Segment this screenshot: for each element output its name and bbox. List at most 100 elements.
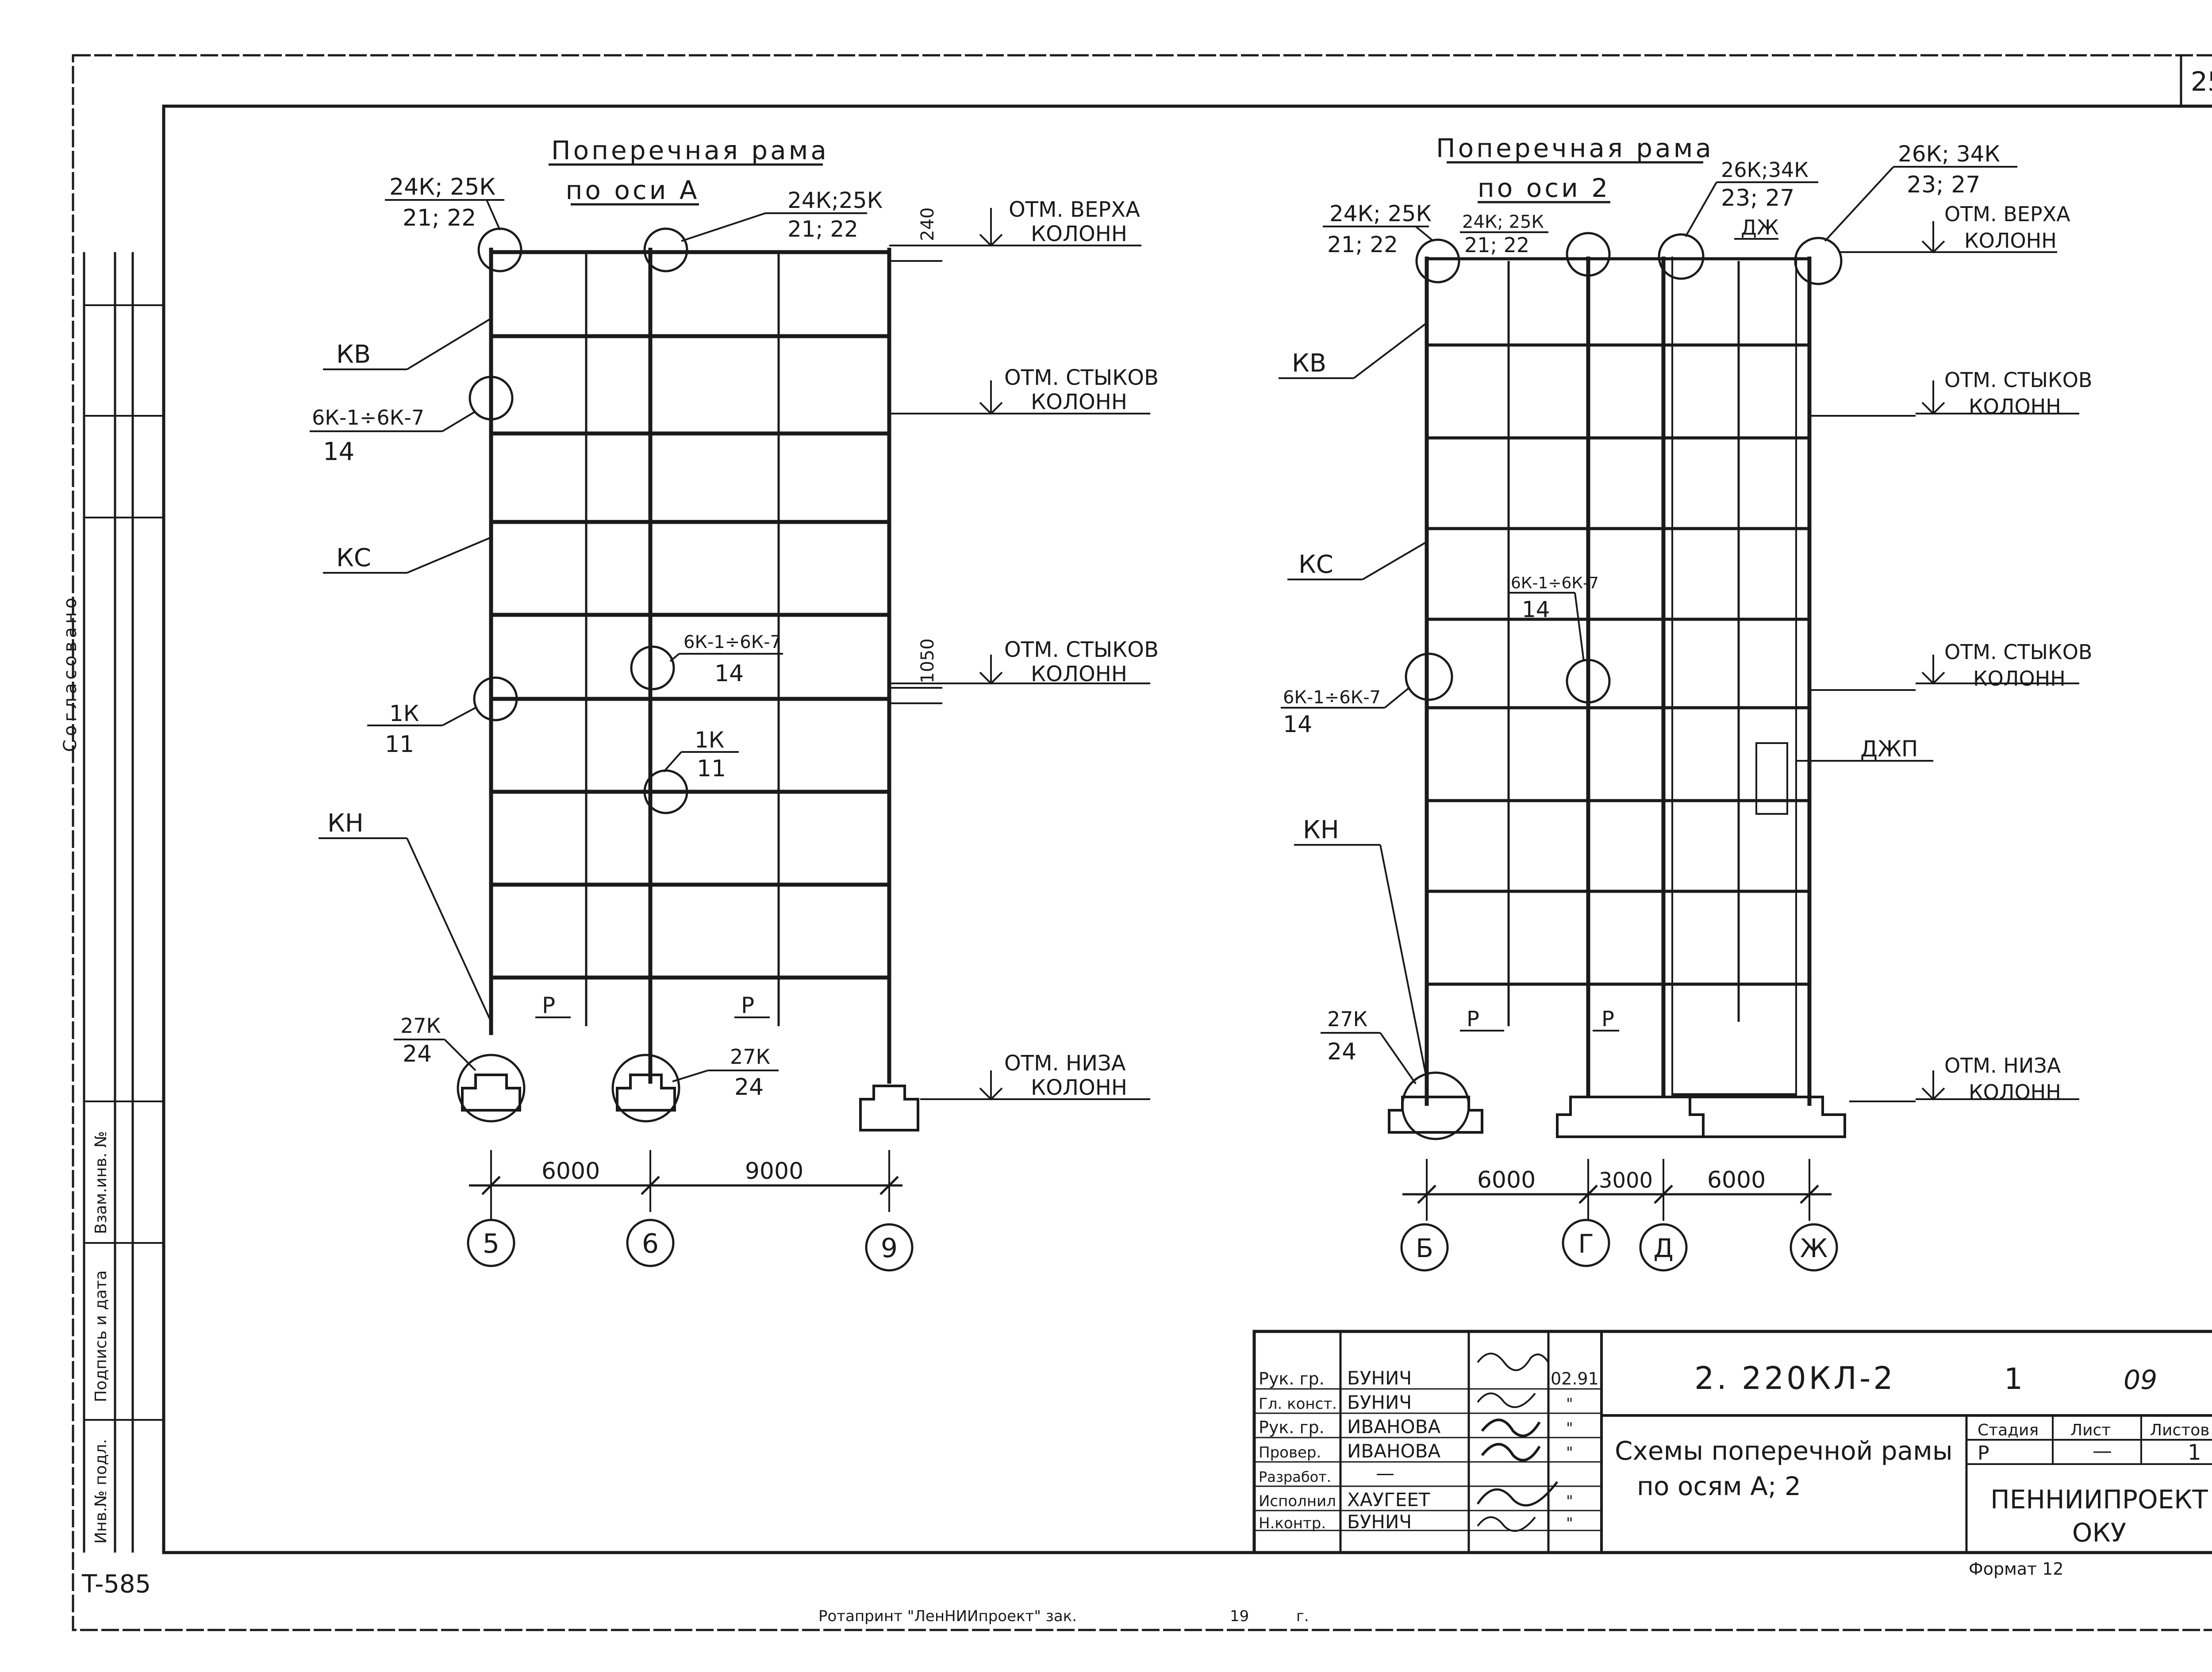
frame-a-dim-1050: 1050 — [918, 638, 938, 683]
frame-a-title-2: по оси А — [565, 175, 699, 205]
outer-border — [72, 54, 2212, 1631]
frame-2-level-joint-2: ОТМ. СТЫКОВ КОЛОНН — [1809, 640, 2092, 691]
tb-sheets-label: Листов — [2150, 1421, 2209, 1439]
format-label: Формат 12 — [1969, 1559, 2064, 1579]
left-margin-stamp: Согласовано Инв.№ подл. Подпись и дата В… — [60, 252, 164, 1553]
frame-a-label-p2: Р — [741, 993, 754, 1018]
tb-name-5: — — [1376, 1462, 1394, 1484]
frame-2-label-dzhp: ДЖП — [1860, 736, 1918, 762]
frame-2-label-p1: Р — [1467, 1007, 1479, 1032]
frame-a-callout-6k-mid-2: 14 — [714, 660, 744, 687]
frame-2-title-1: Поперечная рама — [1436, 133, 1714, 163]
frame-2-axis-zh — [1790, 1223, 1838, 1272]
frame-2-level-bottom: ОТМ. НИЗА КОЛОНН — [1849, 1054, 2079, 1104]
frame-2-callout-27k-1: 27К — [1327, 1007, 1367, 1031]
frame-a-axis-9 — [865, 1223, 914, 1272]
tb-date-4: " — [1566, 1444, 1573, 1461]
frame-2-callout-6k-left-2: 14 — [1283, 711, 1312, 738]
frame-a-callout-1k-left-2: 11 — [385, 731, 414, 758]
svg-text:КОЛОНН: КОЛОНН — [1031, 1075, 1127, 1100]
frame-2-callout-tr2-1: 26К; 34К — [1898, 141, 2000, 167]
page-number-box: 25 — [2180, 55, 2212, 106]
frame-2-axis-d — [1639, 1223, 1688, 1272]
frame-a-axis-5 — [467, 1219, 515, 1267]
tb-role-4: Провер. — [1259, 1444, 1321, 1461]
frame-a-dim-1: 6000 — [541, 1158, 600, 1185]
frame-a-callout-top-left-2: 21; 22 — [403, 205, 476, 231]
tb-date-6: " — [1566, 1492, 1573, 1510]
tb-sheet-title-2: по осям А; 2 — [1637, 1471, 1801, 1501]
tb-date-3: " — [1566, 1419, 1573, 1437]
svg-text:5: 5 — [483, 1228, 499, 1259]
tb-sheet-title-1: Схемы поперечной рамы — [1615, 1436, 1953, 1466]
svg-text:Б: Б — [1416, 1233, 1433, 1263]
frame-2-callout-tr1-2: 23; 27 — [1721, 185, 1794, 211]
tb-date-7: " — [1566, 1515, 1573, 1532]
tb-name-1: БУНИЧ — [1347, 1367, 1412, 1389]
svg-text:ОТМ. СТЫКОВ: ОТМ. СТЫКОВ — [1944, 368, 2092, 392]
frame-2-dim-1: 6000 — [1477, 1167, 1536, 1193]
frame-2-axis-g — [1562, 1219, 1610, 1267]
tb-role-6: Исполнил — [1259, 1492, 1336, 1510]
inner-frame — [162, 104, 2212, 1554]
frame-a-label-kc: КС — [336, 544, 371, 572]
frame-a-callout-27k-mid-2: 24 — [734, 1074, 764, 1101]
title-block: Рук. гр. БУНИЧ 02.91 Гл. конст. БУНИЧ " … — [1252, 1330, 2212, 1554]
tb-doc-code: 2. 220КЛ-2 — [1694, 1360, 1896, 1396]
frame-2-title-2: по оси 2 — [1478, 173, 1610, 203]
tb-sheet-label: Лист — [2070, 1421, 2111, 1439]
frame-a-callout-6k-1: 6К-1÷6К-7 — [312, 406, 424, 430]
inv-replace-label: Взам.инв. № — [92, 1131, 110, 1234]
agreed-label: Согласовано — [60, 594, 81, 752]
frame-axis-2: Поперечная рама по оси 2 — [1279, 133, 2092, 1272]
frame-a-callout-27k-mid-1: 27К — [730, 1045, 770, 1069]
svg-text:9: 9 — [881, 1233, 898, 1264]
frame-2-callout-tl-2: 21; 22 — [1327, 232, 1398, 257]
svg-text:ОТМ. СТЫКОВ: ОТМ. СТЫКОВ — [1004, 637, 1159, 662]
svg-text:КОЛОНН: КОЛОНН — [1031, 222, 1127, 246]
frame-2-label-p2: Р — [1601, 1007, 1614, 1032]
tb-date-2: " — [1566, 1395, 1573, 1413]
tb-role-2: Гл. конст. — [1259, 1395, 1337, 1413]
frame-a-level-joint-1: ОТМ. СТЫКОВ КОЛОНН — [889, 365, 1159, 415]
frame-a-callout-6k-2: 14 — [323, 437, 354, 466]
frame-a-level-bottom: ОТМ. НИЗА КОЛОНН — [920, 1051, 1150, 1101]
frame-a-level-joint-2: ОТМ. СТЫКОВ КОЛОНН — [889, 637, 1159, 686]
frame-a-callout-6k-mid-1: 6К-1÷6К-7 — [684, 632, 781, 652]
frame-2-callout-27k-2: 24 — [1327, 1039, 1356, 1065]
frame-2-callout-6k-mid-1: 6К-1÷6К-7 — [1511, 574, 1599, 592]
svg-text:КОЛОНН: КОЛОНН — [1969, 1080, 2061, 1104]
frame-2-callout-tm-1: 24К; 25К — [1462, 212, 1544, 232]
frame-a-axis-6 — [626, 1219, 675, 1267]
frame-2-callout-tr1-1: 26К;34К — [1721, 158, 1809, 182]
svg-text:ОТМ. НИЗА: ОТМ. НИЗА — [1944, 1054, 2061, 1078]
tb-name-4: ИВАНОВА — [1347, 1440, 1440, 1462]
svg-text:ОТМ. СТЫКОВ: ОТМ. СТЫКОВ — [1004, 365, 1159, 390]
frame-a-level-top: ОТМ. ВЕРХА КОЛОНН — [898, 197, 1141, 247]
svg-text:ОТМ. ВЕРХА: ОТМ. ВЕРХА — [1009, 197, 1140, 222]
tb-role-7: Н.контр. — [1259, 1515, 1326, 1532]
frame-2-label-dzh: ДЖ — [1741, 215, 1779, 239]
frame-a-callout-top-mid-1: 24К;25К — [787, 188, 883, 213]
frame-axis-a: Поперечная рама по оси А 24К; 25К 21; 22 — [310, 135, 1159, 1272]
print-footer: Ротапринт "ЛенНИИпроект" зак. — [818, 1607, 1077, 1625]
frame-2-label-kn: КН — [1303, 816, 1339, 844]
tb-role-3: Рук. гр. — [1259, 1418, 1325, 1437]
frame-a-callout-1k-mid-1: 1К — [695, 727, 724, 753]
tb-date-1: 02.91 — [1551, 1369, 1599, 1388]
frame-2-callout-6k-mid-2: 14 — [1522, 597, 1550, 622]
svg-text:ОТМ. ВЕРХА: ОТМ. ВЕРХА — [1944, 202, 2070, 226]
svg-text:Д: Д — [1653, 1233, 1673, 1263]
sign-date-label: Подпись и дата — [92, 1270, 110, 1402]
svg-text:КОЛОНН: КОЛОНН — [1964, 229, 2057, 253]
frame-2-label-kv: КВ — [1292, 349, 1326, 378]
frame-a-label-kn: КН — [327, 809, 364, 838]
svg-text:КОЛОНН: КОЛОНН — [1973, 667, 2066, 690]
frame-2-dim-3: 6000 — [1707, 1167, 1766, 1193]
svg-text:КОЛОНН: КОЛОНН — [1031, 662, 1127, 686]
tb-issue: 09 — [2124, 1365, 2157, 1396]
svg-text:6: 6 — [642, 1228, 659, 1259]
frame-a-callout-1k-mid-2: 11 — [697, 755, 726, 782]
frame-2-axis-b — [1400, 1223, 1449, 1272]
